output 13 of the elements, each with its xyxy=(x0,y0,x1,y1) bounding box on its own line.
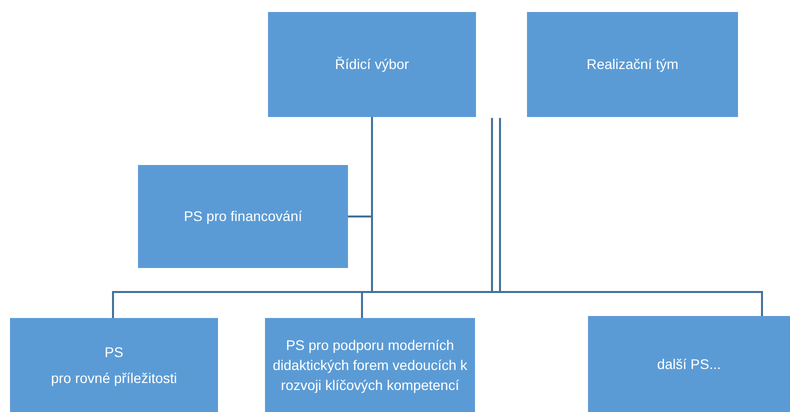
org-box xyxy=(265,318,475,412)
box-label: PS xyxy=(104,342,124,362)
box-label: PS pro podporu moderních didaktických forem vedoucích k rozvoji klíčových kompetencí xyxy=(272,336,468,396)
org-box xyxy=(527,12,738,117)
org-box xyxy=(138,165,348,268)
org-box xyxy=(588,316,790,412)
box-label: Řídicí výbor xyxy=(335,55,409,74)
org-box xyxy=(10,318,218,412)
box-label: PS pro financování xyxy=(184,207,302,226)
org-box xyxy=(268,12,476,117)
box-label: Realizační tým xyxy=(586,55,678,74)
box-label: pro rovné příležitosti xyxy=(50,369,178,388)
box-label: další PS... xyxy=(657,354,721,374)
